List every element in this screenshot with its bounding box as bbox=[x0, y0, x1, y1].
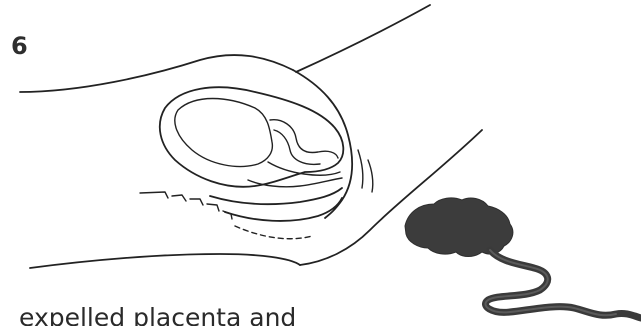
cervix-fold-1 bbox=[270, 120, 338, 158]
vaginal-canal-upper bbox=[210, 188, 342, 204]
lower-body-outline bbox=[30, 254, 300, 268]
upper-body-outline bbox=[20, 55, 293, 92]
thigh-line bbox=[296, 5, 430, 72]
umbilical-cord bbox=[485, 250, 641, 318]
cervix-fold-2 bbox=[274, 130, 320, 164]
uterus-outline bbox=[160, 87, 344, 187]
expelled-placenta bbox=[405, 198, 513, 257]
caption-text: expelled placenta and bbox=[19, 303, 296, 326]
uterus-inner-cavity bbox=[175, 99, 273, 167]
abdomen-crease-1 bbox=[358, 150, 363, 188]
vaginal-canal-dashed bbox=[235, 226, 312, 239]
abdomen-crease-2 bbox=[368, 160, 373, 192]
spine-hatching bbox=[140, 192, 232, 219]
